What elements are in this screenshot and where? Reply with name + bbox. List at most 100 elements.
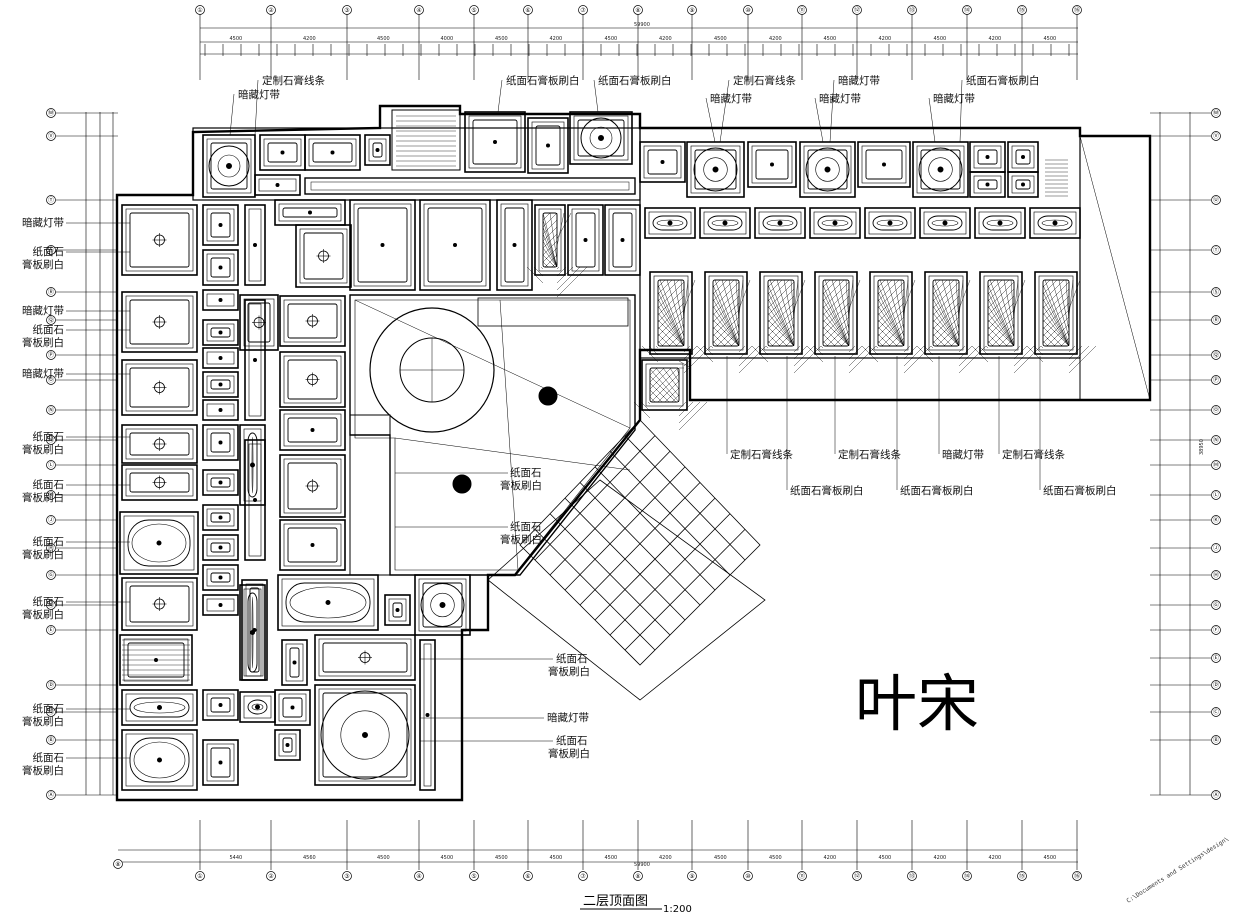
top-grid-number: ⑬ <box>909 6 915 14</box>
ceiling-room <box>202 249 239 286</box>
ceiling-room <box>274 199 346 226</box>
bottom-grid-bubble <box>907 871 917 881</box>
right-grid-letter: Ⓥ <box>1213 132 1219 140</box>
ceiling-room <box>121 729 198 791</box>
left-grid-bubble <box>46 515 56 525</box>
left-grid-letter: Ⓐ <box>48 791 54 799</box>
ceiling-room <box>639 141 686 183</box>
top-segment-dimension: 4200 <box>989 36 1002 42</box>
left-grid-letter: Ⓔ <box>48 626 54 634</box>
bottom-segment-dimension: 4500 <box>495 855 508 861</box>
left-grid-bubble <box>46 108 56 118</box>
left-grid-letter: Ⓖ <box>48 571 54 579</box>
right-grid-letter: Ⓓ <box>1213 681 1219 689</box>
right-grid-letter: Ⓛ <box>1213 491 1219 499</box>
right-grid-bubble <box>1211 131 1221 141</box>
ceiling-room <box>567 204 604 276</box>
top-grid-number: ⑭ <box>964 6 970 14</box>
left-grid-bubble <box>46 707 56 717</box>
east-annotation: 纸面石膏板刷白 <box>1043 484 1117 497</box>
left-grid-bubble <box>46 405 56 415</box>
top-grid-number: ④ <box>416 7 421 14</box>
top-grid-bubble <box>743 5 753 15</box>
top-segment-dimension: 4500 <box>230 36 243 42</box>
right-grid-letter: Ⓝ <box>1213 436 1219 444</box>
left-annotation: 纸面石 <box>33 323 65 336</box>
bottom-grid-number: ⑤ <box>471 873 476 880</box>
top-grid-number: ⑨ <box>689 7 694 14</box>
right-grid-bubble <box>1211 350 1221 360</box>
ceiling-room <box>754 207 806 239</box>
ceiling-room <box>799 141 856 198</box>
ceiling-room <box>279 351 346 408</box>
north-corridor <box>304 109 1068 197</box>
top-grid-bubble <box>907 5 917 15</box>
bottom-grid-number: ⑨ <box>689 873 694 880</box>
lower-annotation: 纸面石 <box>556 734 588 747</box>
ceiling-room <box>304 134 361 171</box>
ceiling-room <box>202 469 239 496</box>
right-grid-bubble <box>1211 543 1221 553</box>
top-segment-dimension: 4500 <box>824 36 837 42</box>
left-dimension-chain <box>85 112 114 795</box>
bottom-grid-bubble <box>342 871 352 881</box>
right-grid-bubble <box>1211 108 1221 118</box>
right-grid-letter: Ⓦ <box>1213 109 1219 117</box>
ceiling-room <box>121 359 198 416</box>
ceiling-room <box>239 584 266 681</box>
ceiling-room <box>349 199 416 291</box>
left-grid-bubble <box>46 375 56 385</box>
top-grid-bubble <box>962 5 972 15</box>
ceiling-room <box>969 171 1006 198</box>
top-grid-bubble <box>1072 5 1082 15</box>
top-segment-dimension: 4000 <box>441 36 454 42</box>
east-annotation: 纸面石膏板刷白 <box>790 484 864 497</box>
ceiling-room <box>861 271 932 374</box>
ceiling-room <box>202 594 239 616</box>
bottom-grid-number: ⑮ <box>1019 872 1025 880</box>
ceiling-room <box>202 739 239 786</box>
bottom-grid-bubble <box>743 871 753 881</box>
bottom-grid-number: ⑦ <box>580 873 586 880</box>
top-total-dimension: 59900 <box>634 22 650 28</box>
top-annotation: 定制石膏线条 <box>733 74 796 87</box>
right-grid-letter: Ⓞ <box>1213 406 1219 414</box>
top-grid-bubble <box>687 5 697 15</box>
center-annotation: 膏板刷白 <box>500 533 542 546</box>
bottom-grid-bubble <box>195 871 205 881</box>
top-grid-bubble <box>633 5 643 15</box>
left-annotation: 膏板刷白 <box>22 764 64 777</box>
right-grid-letter: Ⓖ <box>1213 601 1219 609</box>
top-segment-dimension: 4200 <box>769 36 782 42</box>
left-grid-bubble <box>46 245 56 255</box>
bottom-dimension-chain <box>118 820 1078 870</box>
left-annotation: 纸面石 <box>33 245 65 258</box>
top-annotation: 暗藏灯带 <box>819 92 861 105</box>
ceiling-room <box>414 574 471 636</box>
right-grid-bubble <box>1211 490 1221 500</box>
top-annotation: 纸面石膏板刷白 <box>506 74 580 87</box>
top-segment-dimension: 4500 <box>495 36 508 42</box>
top-grid-bubble <box>414 5 424 15</box>
top-segment-dimension: 4200 <box>303 36 316 42</box>
left-grid-bubble <box>46 600 56 610</box>
bottom-segment-dimension: 4200 <box>989 855 1002 861</box>
left-annotation: 暗藏灯带 <box>22 367 64 380</box>
central-hall <box>349 294 636 576</box>
ceiling-room <box>314 634 416 681</box>
right-grid-letter: Ⓑ <box>1213 736 1219 744</box>
ceiling-room <box>384 594 411 626</box>
top-grid-bubble <box>342 5 352 15</box>
north-row-rooms <box>202 111 633 198</box>
ceiling-room <box>202 399 239 421</box>
right-grid-letter: Ⓒ <box>1213 708 1219 716</box>
ceiling-room <box>274 729 301 761</box>
ceiling-room <box>279 409 346 451</box>
ceiling-room <box>916 271 987 374</box>
ceiling-room <box>857 141 911 188</box>
bottom-grid-number: ⑭ <box>964 872 970 880</box>
ceiling-room <box>686 141 745 198</box>
